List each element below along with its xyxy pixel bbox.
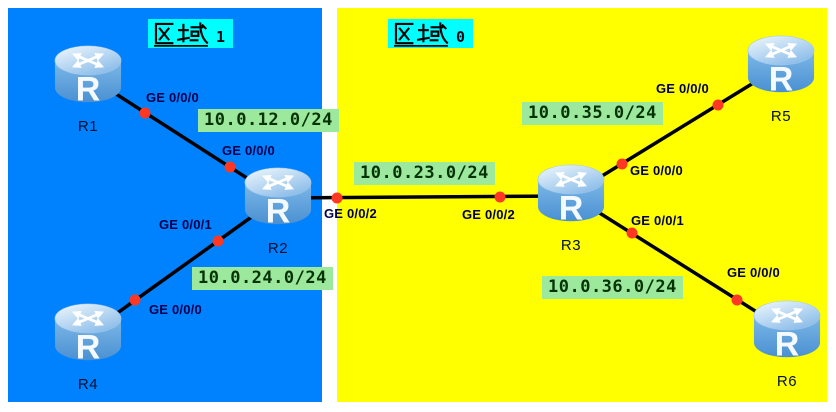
router-name: R5 <box>770 108 792 125</box>
area-1-label: 1 <box>148 19 234 48</box>
router-icon <box>750 296 824 366</box>
area-number: 0 <box>456 28 466 47</box>
router-r1[interactable]: R1 <box>51 41 125 135</box>
network-label-10-0-12: 10.0.12.0/24 <box>198 109 339 132</box>
area-name-glyph <box>393 21 449 47</box>
router-name: R6 <box>776 373 798 390</box>
router-name: R4 <box>77 376 99 393</box>
router-r4[interactable]: R4 <box>51 299 125 393</box>
iface-label-r3-ge002: GE 0/0/2 <box>462 207 515 222</box>
router-icon <box>241 163 315 233</box>
router-name: R1 <box>77 118 99 135</box>
iface-label-r2-ge001: GE 0/0/1 <box>159 217 212 232</box>
iface-label-r2-ge002: GE 0/0/2 <box>324 206 377 221</box>
router-icon <box>744 31 818 101</box>
iface-label-r5-ge000: GE 0/0/0 <box>656 81 709 96</box>
router-icon <box>534 160 608 230</box>
router-r3[interactable]: R3 <box>534 160 608 254</box>
network-label-10-0-23: 10.0.23.0/24 <box>354 162 495 185</box>
router-r2[interactable]: R2 <box>241 163 315 257</box>
iface-label-r1-ge000: GE 0/0/0 <box>146 90 199 105</box>
router-name: R3 <box>560 237 582 254</box>
area-number: 1 <box>216 28 226 47</box>
iface-label-r3-ge001: GE 0/0/1 <box>631 213 684 228</box>
network-label-10-0-36: 10.0.36.0/24 <box>542 276 683 299</box>
router-r6[interactable]: R6 <box>750 296 824 390</box>
router-name: R2 <box>267 240 289 257</box>
iface-label-r2-ge000: GE 0/0/0 <box>222 143 275 158</box>
iface-label-r3-ge000: GE 0/0/0 <box>630 163 683 178</box>
area-name-glyph <box>153 21 209 47</box>
iface-label-r4-ge000: GE 0/0/0 <box>149 302 202 317</box>
router-icon <box>51 41 125 111</box>
network-label-10-0-24: 10.0.24.0/24 <box>192 267 333 290</box>
iface-label-r6-ge000: GE 0/0/0 <box>727 265 780 280</box>
router-icon <box>51 299 125 369</box>
router-r5[interactable]: R5 <box>744 31 818 125</box>
network-label-10-0-35: 10.0.35.0/24 <box>522 102 663 125</box>
area-0-label: 0 <box>388 19 474 48</box>
